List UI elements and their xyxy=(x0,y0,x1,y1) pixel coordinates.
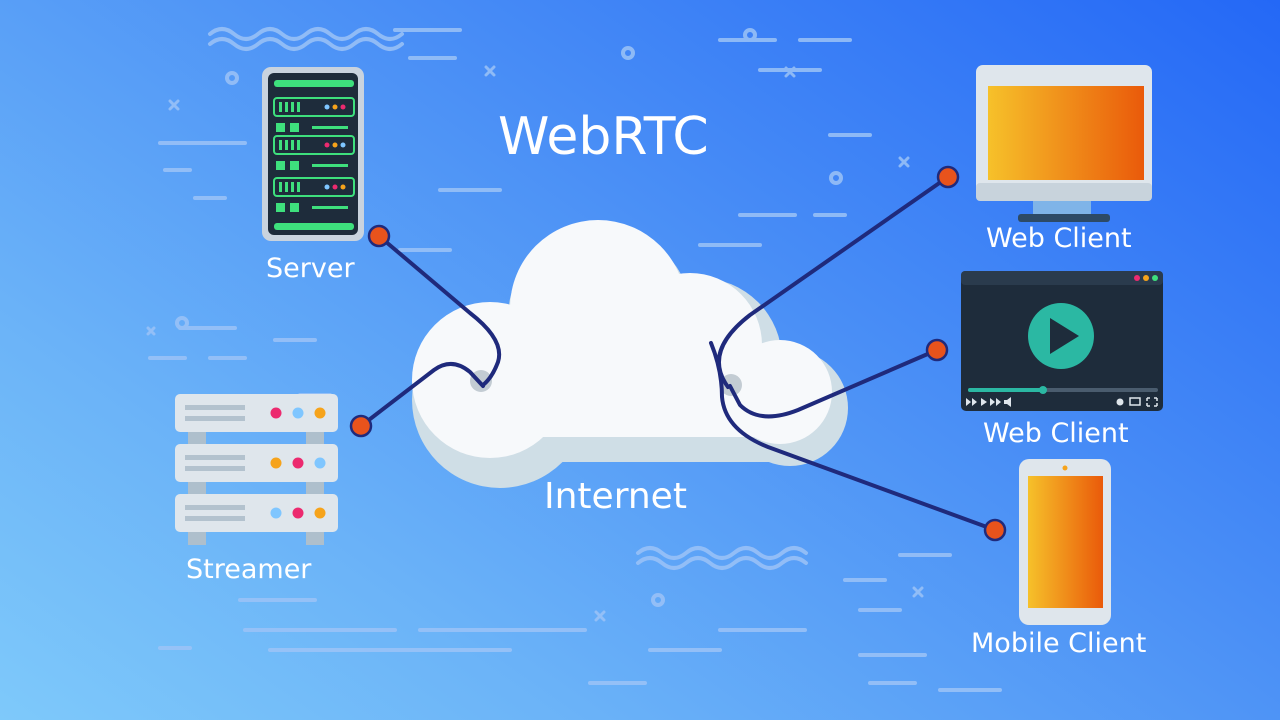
web-client-2-label: Web Client xyxy=(983,418,1129,449)
ring-decoration xyxy=(175,316,189,330)
cross-decoration xyxy=(146,65,924,622)
background-decorations xyxy=(146,27,1002,692)
internet-label: Internet xyxy=(544,476,687,517)
ring-decoration xyxy=(225,71,239,85)
diagram-title: WebRTC xyxy=(498,107,709,167)
web-client-2-connection-dot xyxy=(925,338,949,362)
wave-decoration xyxy=(636,546,808,570)
connections xyxy=(359,175,997,532)
streamer-connection-dot xyxy=(349,414,373,438)
web-client-2-connection-line xyxy=(728,348,939,419)
internet-cloud xyxy=(412,220,848,488)
wave-decoration xyxy=(208,27,404,51)
streamer-label: Streamer xyxy=(186,554,312,585)
video-player-icon xyxy=(961,271,1163,411)
web-client-1-connection-line xyxy=(717,175,950,389)
streamer-icon xyxy=(175,394,338,545)
mobile-client-connection-line xyxy=(709,341,997,532)
ring-decoration xyxy=(651,593,665,607)
mobile-phone-icon xyxy=(1019,459,1111,625)
server-connection-line xyxy=(377,234,502,387)
ring-decoration xyxy=(829,171,843,185)
streamer-connection-line xyxy=(359,362,485,428)
web-client-1-connection-dot xyxy=(936,165,960,189)
ring-decoration xyxy=(621,46,635,60)
monitor-icon xyxy=(976,65,1152,222)
connection-dots xyxy=(349,165,1007,542)
server-connection-dot xyxy=(367,224,391,248)
ring-decoration xyxy=(743,28,757,42)
server-label: Server xyxy=(266,253,355,284)
server-icon xyxy=(262,67,364,241)
web-client-1-label: Web Client xyxy=(986,223,1132,254)
mobile-client-connection-dot xyxy=(983,518,1007,542)
mobile-client-label: Mobile Client xyxy=(971,628,1147,659)
dash-decoration xyxy=(148,28,1002,692)
